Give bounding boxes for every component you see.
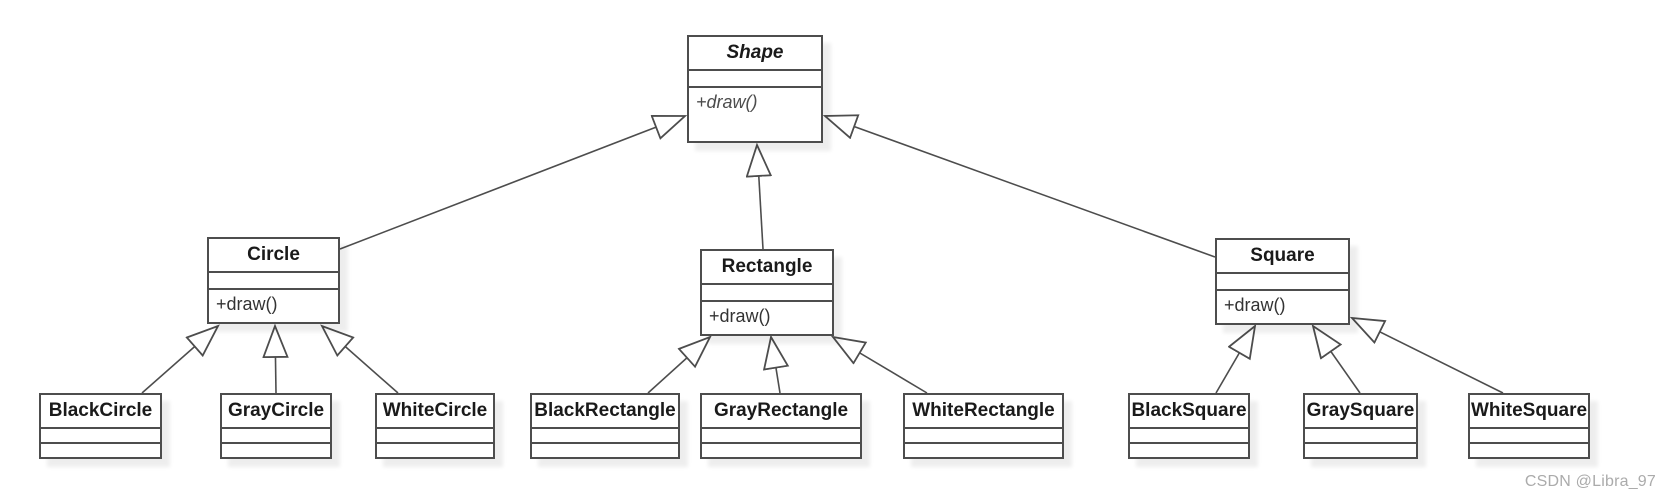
class-fields-section: [377, 427, 493, 442]
edge-rectangle-to-shape: [757, 145, 763, 250]
class-methods-section: [905, 442, 1062, 457]
class-box-square: Square +draw(): [1215, 238, 1350, 325]
class-box-shape: Shape +draw(): [687, 35, 823, 143]
class-method: +draw(): [702, 300, 832, 334]
class-title: BlackCircle: [48, 400, 153, 421]
class-fields-section: [702, 283, 832, 300]
class-title: Shape: [726, 42, 784, 63]
class-title: Square: [1250, 245, 1315, 266]
class-fields-section: [1305, 427, 1416, 442]
class-methods-section: [41, 442, 160, 457]
class-title: Circle: [247, 244, 300, 265]
edge-graycircle-to-circle: [275, 326, 276, 394]
edge-whitecircle-to-circle: [322, 326, 399, 394]
edge-blacksquare-to-square: [1215, 326, 1255, 394]
class-method: +draw(): [689, 86, 821, 141]
edge-graysquare-to-square: [1313, 326, 1361, 394]
class-methods-section: [1305, 442, 1416, 457]
edge-whiterectangle-to-rectangle: [833, 337, 928, 394]
class-methods-section: [1470, 442, 1588, 457]
class-box-graycircle: GrayCircle: [220, 393, 332, 459]
class-fields-section: [41, 427, 160, 442]
edge-grayrectangle-to-rectangle: [771, 337, 780, 394]
edge-circle-to-shape: [339, 116, 685, 250]
class-box-blackcircle: BlackCircle: [39, 393, 162, 459]
class-box-grayrectangle: GrayRectangle: [700, 393, 862, 459]
class-fields-section: [209, 271, 338, 288]
class-title: GraySquare: [1306, 400, 1415, 421]
class-box-blacksquare: BlackSquare: [1128, 393, 1250, 459]
edge-square-to-shape: [825, 116, 1216, 258]
class-title: WhiteCircle: [382, 400, 488, 421]
class-fields-section: [222, 427, 330, 442]
class-methods-section: [702, 442, 860, 457]
class-box-rectangle: Rectangle +draw(): [700, 249, 834, 336]
class-title: BlackSquare: [1131, 400, 1247, 421]
class-methods-section: [532, 442, 678, 457]
class-box-blackrectangle: BlackRectangle: [530, 393, 680, 459]
class-title: WhiteRectangle: [912, 400, 1055, 421]
class-title: Rectangle: [721, 256, 813, 277]
class-box-whiterectangle: WhiteRectangle: [903, 393, 1064, 459]
class-title: BlackRectangle: [534, 400, 676, 421]
class-fields-section: [905, 427, 1062, 442]
class-methods-section: [377, 442, 493, 457]
class-fields-section: [1470, 427, 1588, 442]
edge-whitesquare-to-square: [1352, 318, 1504, 394]
class-method: +draw(): [209, 288, 338, 322]
class-title: WhiteSquare: [1470, 400, 1588, 421]
class-fields-section: [532, 427, 678, 442]
class-fields-section: [1217, 272, 1348, 289]
class-methods-section: [222, 442, 330, 457]
class-box-graysquare: GraySquare: [1303, 393, 1418, 459]
class-fields-section: [702, 427, 860, 442]
class-box-whitecircle: WhiteCircle: [375, 393, 495, 459]
class-box-circle: Circle +draw(): [207, 237, 340, 324]
class-box-whitesquare: WhiteSquare: [1468, 393, 1590, 459]
class-title: GrayRectangle: [713, 400, 849, 421]
class-methods-section: [1130, 442, 1248, 457]
class-method: +draw(): [1217, 289, 1348, 323]
edge-blackcircle-to-circle: [141, 326, 218, 394]
class-fields-section: [1130, 427, 1248, 442]
edge-blackrectangle-to-rectangle: [647, 337, 710, 394]
watermark: CSDN @Libra_97: [1524, 473, 1656, 490]
class-fields-section: [689, 69, 821, 86]
class-title: GrayCircle: [227, 400, 325, 421]
